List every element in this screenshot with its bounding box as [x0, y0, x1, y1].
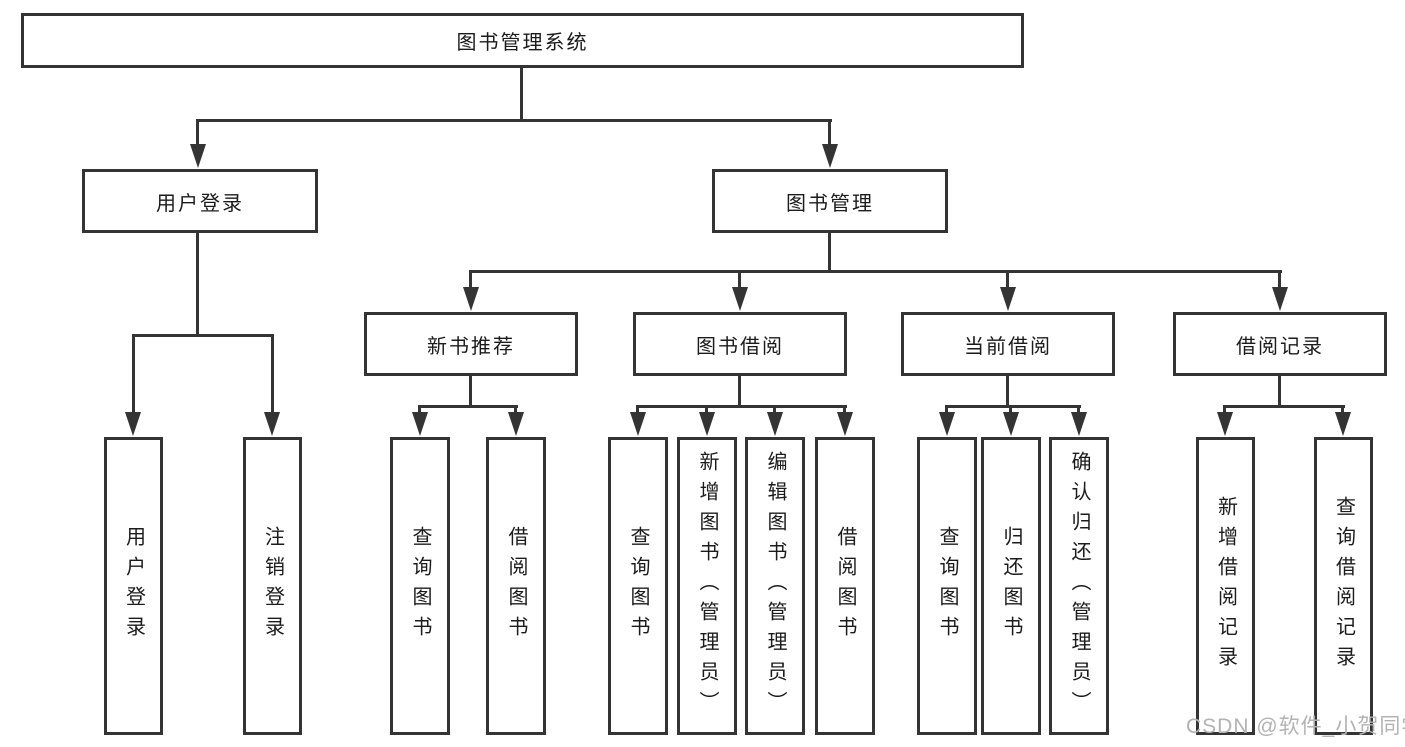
connector-shaft	[1077, 405, 1080, 415]
connector-shaft	[773, 405, 776, 415]
arrow-down-icon	[939, 412, 955, 436]
connector-bookmgmt-stub	[828, 233, 831, 273]
connector-newbook-stub	[469, 376, 472, 408]
connector-shaft	[738, 270, 741, 288]
arrow-down-icon	[1071, 412, 1087, 436]
connector-shaft	[196, 119, 199, 147]
arrow-down-icon	[1003, 412, 1019, 436]
connector-shaft	[514, 405, 517, 415]
connector-shaft	[1009, 405, 1012, 415]
connector-bookmgmt-bar	[469, 270, 1282, 273]
connector-shaft	[945, 405, 948, 415]
arrow-down-icon	[190, 144, 206, 168]
connector-shaft	[705, 405, 708, 415]
connector-userlogin-bar	[132, 334, 274, 337]
leaf-borrow-books: 借阅图书	[815, 437, 875, 735]
arrow-down-icon	[822, 144, 838, 168]
leaf-borrow-books-recommend: 借阅图书	[486, 437, 546, 735]
connector-current-bar	[945, 405, 1081, 408]
arrow-down-icon	[463, 287, 479, 311]
connector-shaft	[1278, 270, 1281, 288]
leaf-query-books-borrowing: 查询图书	[608, 437, 668, 735]
leaf-confirm-return-admin: 确认归还（管理员）	[1049, 437, 1109, 735]
arrow-down-icon	[1000, 287, 1016, 311]
arrow-down-icon	[264, 412, 280, 436]
arrow-down-icon	[630, 412, 646, 436]
leaf-logout: 注销登录	[243, 437, 302, 735]
connector-shaft	[271, 334, 274, 412]
leaf-user-login: 用户登录	[104, 437, 163, 735]
connector-shaft	[132, 334, 135, 412]
leaf-label: 查询图书	[936, 526, 958, 646]
leaf-edit-books-admin: 编辑图书（管理员）	[745, 437, 805, 735]
leaf-label: 注销登录	[261, 526, 284, 646]
leaf-label: 编辑图书（管理员）	[764, 451, 786, 721]
connector-shaft	[418, 405, 421, 415]
connector-current-stub	[1006, 376, 1009, 408]
node-borrowing-records: 借阅记录	[1173, 312, 1387, 376]
leaf-query-borrow-record: 查询借阅记录	[1314, 437, 1373, 735]
node-user-login: 用户登录	[82, 169, 318, 233]
leaf-return-books: 归还图书	[981, 437, 1041, 735]
node-book-borrowing: 图书借阅	[633, 312, 847, 376]
leaf-add-borrow-record: 新增借阅记录	[1196, 437, 1255, 735]
leaf-label: 新增借阅记录	[1214, 496, 1237, 676]
leaf-query-books-recommend: 查询图书	[390, 437, 450, 735]
node-book-management: 图书管理	[712, 169, 948, 233]
arrow-down-icon	[767, 412, 783, 436]
arrow-down-icon	[1217, 412, 1233, 436]
node-library-management-system: 图书管理系统	[21, 13, 1024, 68]
connector-borrowing-bar	[636, 405, 847, 408]
connector-root-stub	[520, 68, 523, 121]
leaf-label: 查询借阅记录	[1332, 496, 1355, 676]
arrow-down-icon	[508, 412, 524, 436]
arrow-down-icon	[1335, 412, 1351, 436]
arrow-down-icon	[125, 412, 141, 436]
connector-shaft	[1006, 270, 1009, 288]
arrow-down-icon	[412, 412, 428, 436]
leaf-label: 查询图书	[409, 526, 431, 646]
connector-records-bar	[1223, 405, 1345, 408]
leaf-label: 归还图书	[1000, 526, 1022, 646]
arrow-down-icon	[837, 412, 853, 436]
leaf-label: 借阅图书	[834, 526, 856, 646]
csdn-watermark: CSDN @软件_小贺同学	[1186, 715, 1405, 738]
node-current-borrowing: 当前借阅	[901, 312, 1115, 376]
leaf-label: 确认归还（管理员）	[1068, 451, 1090, 721]
leaf-label: 新增图书（管理员）	[696, 451, 718, 721]
leaf-query-books-current: 查询图书	[917, 437, 977, 735]
node-new-book-recommend: 新书推荐	[364, 312, 578, 376]
arrow-down-icon	[1272, 287, 1288, 311]
connector-shaft	[469, 270, 472, 288]
connector-shaft	[636, 405, 639, 415]
leaf-label: 借阅图书	[505, 526, 527, 646]
leaf-label: 查询图书	[627, 526, 649, 646]
leaf-label: 用户登录	[122, 526, 145, 646]
connector-newbook-bar	[418, 405, 518, 408]
connector-userlogin-stub	[196, 233, 199, 337]
connector-shaft	[1341, 405, 1344, 415]
connector-records-stub	[1278, 376, 1281, 408]
arrow-down-icon	[699, 412, 715, 436]
connector-shaft	[828, 119, 831, 147]
connector-shaft	[1223, 405, 1226, 415]
connector-root-bar	[197, 119, 832, 122]
connector-borrowing-stub	[738, 376, 741, 408]
arrow-down-icon	[732, 287, 748, 311]
leaf-add-books-admin: 新增图书（管理员）	[677, 437, 737, 735]
connector-shaft	[843, 405, 846, 415]
